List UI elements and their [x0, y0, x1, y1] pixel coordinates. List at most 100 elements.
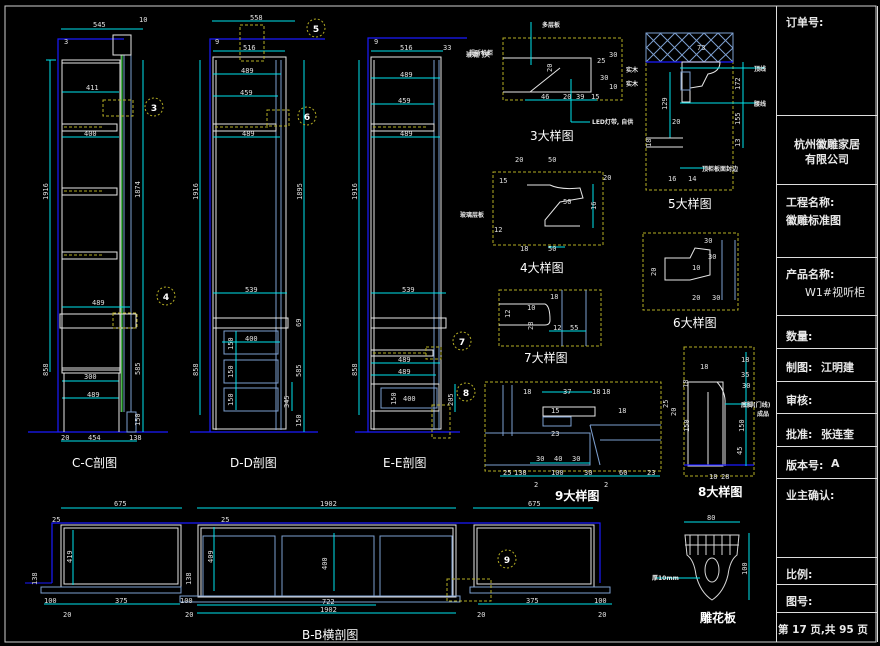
dim-cc-lower-inner: 585	[134, 362, 142, 375]
dim-d7-0: 18	[550, 293, 558, 301]
title-ee: E-E剖图	[383, 456, 427, 470]
annotation-notes: 多层板 玻璃门夹 实木 LED灯带, 自供 玻璃层板 实木 顶线 腰线 顶柜板面…	[460, 21, 771, 582]
dim-d3-4: 20	[546, 64, 554, 72]
dim-cc-shelf1: 411	[86, 84, 99, 92]
note-d3-wood: 实木	[626, 66, 639, 74]
dim-cc-top-width: 545	[93, 21, 106, 29]
title-d9: 9大样图	[555, 488, 599, 503]
dim-ee-side-dim: 205	[447, 393, 455, 406]
dim-cc-shelf2: 400	[84, 130, 97, 138]
dim-bb-left-b3: 375	[115, 597, 128, 605]
dim-cc-shelf3: 300	[84, 373, 97, 381]
dim-d6-2: 30	[708, 253, 716, 261]
dim-cc-lower-h: 858	[42, 363, 50, 376]
dim-bb-right-b1: 20	[477, 611, 485, 619]
callout-3: 3	[151, 104, 157, 114]
dim-d8-4: 25	[662, 400, 670, 408]
scale-cell: 比例:	[777, 558, 877, 585]
dim-dd-height-total: 1916	[192, 183, 200, 200]
dim-d9-2: 18	[592, 388, 600, 396]
dim-d7-1: 12	[504, 310, 512, 318]
dim-ee-shelf5: 489	[398, 368, 411, 376]
dim-d5-2: 18	[645, 139, 653, 147]
dim-bb-right-b4: 20	[598, 611, 606, 619]
dim-dd-lower-r3: 345	[283, 395, 291, 408]
dim-d9-17: 2	[604, 481, 608, 489]
dim-cc-height-upper: 1874	[134, 181, 142, 198]
note-d3-led: LED灯带, 自供	[592, 118, 633, 126]
callout-9: 9	[504, 556, 510, 566]
dim-d9-7: 30	[536, 455, 544, 463]
review-cell: 审核:	[777, 382, 877, 414]
detail-7-drawing	[498, 289, 602, 347]
title-d4: 4大样图	[520, 260, 564, 275]
drawn-value: 江明建	[821, 361, 854, 374]
dim-ee-lower-h: 858	[351, 363, 359, 376]
callout-4: 4	[163, 293, 169, 303]
dim-dd-base-h: 150	[295, 414, 303, 427]
dim-dd-top-width: 558	[250, 14, 263, 22]
dim-bb-right-b2: 375	[526, 597, 539, 605]
dim-ee-drawer-h: 150	[390, 392, 398, 405]
dim-cc-shelf4: 489	[87, 391, 100, 399]
note-d4-glass-shelf: 玻璃层板	[460, 211, 485, 219]
drawn-cell: 制图: 江明建	[777, 349, 877, 382]
callout-5: 5	[313, 25, 319, 35]
dim-ee-shelf3: 489	[400, 130, 413, 138]
dim-d5-4: 155	[734, 112, 742, 125]
company-line2: 有限公司	[805, 153, 849, 166]
dim-d3-6: 30	[600, 74, 608, 82]
note-carving-thickness: 厚10mm	[652, 574, 679, 582]
dim-bb-mid-b3: 722	[322, 598, 335, 606]
version-label: 版本号:	[786, 459, 824, 472]
dim-cc-bottom-width: 454	[88, 434, 101, 442]
owner-confirm-cell: 业主确认:	[777, 479, 877, 558]
title-bb: B-B横剖图	[302, 628, 358, 642]
dim-bb-left-b1: 100	[44, 597, 57, 605]
callout-6: 6	[304, 113, 310, 123]
dim-ee-top-right: 33	[443, 44, 451, 52]
dim-d8-3: 18	[700, 363, 708, 371]
dim-d9-10: 25	[503, 469, 511, 477]
dim-d4-3: 50	[563, 198, 571, 206]
dim-d8-8: 150	[738, 419, 746, 432]
dim-d3-0: 46	[541, 93, 549, 101]
version-value: A	[831, 457, 840, 470]
approve-value: 张连奎	[821, 428, 854, 441]
dim-d9-8: 40	[554, 455, 562, 463]
dim-bb-mid-h2: 400	[321, 557, 329, 570]
detail-5-drawing	[645, 32, 765, 191]
title-d7: 7大样图	[524, 350, 568, 365]
dim-d8-10: 18	[709, 473, 717, 481]
dim-ee-top-small: 9	[374, 38, 378, 46]
section-cc	[28, 28, 176, 442]
dim-dd-mid: 539	[245, 286, 258, 294]
dim-d5-1: 129	[661, 97, 669, 110]
drawing-frame	[4, 5, 877, 643]
dim-cc-height-total: 1916	[42, 183, 50, 200]
order-no-cell: 订单号:	[777, 6, 877, 116]
dim-dd-drawer-w: 400	[245, 335, 258, 343]
dim-cc-bottom-left: 20	[61, 434, 69, 442]
title-d6: 6大样图	[673, 315, 717, 330]
dim-d8-6: 18	[682, 380, 690, 388]
dim-d4-4: 16	[590, 202, 598, 210]
drawing-no-cell: 图号:	[777, 585, 877, 613]
title-d3: 3大样图	[530, 128, 574, 143]
company-cell: 杭州徽雕家居 有限公司	[777, 116, 877, 185]
dim-bb-mid-b1: 100	[180, 597, 193, 605]
project-value: 徽雕标准图	[786, 214, 841, 227]
detail-3-drawing	[502, 22, 623, 123]
note-d8-finished: 成品	[757, 410, 769, 418]
quantity-label: 数量:	[786, 330, 813, 343]
title-d5: 5大样图	[668, 196, 712, 211]
callout-7-bubble	[452, 331, 472, 351]
drawing-no-label: 图号:	[786, 595, 813, 608]
dim-dd-lower-r1: 69	[295, 319, 303, 327]
dim-dd-shelf3: 489	[242, 130, 255, 138]
dim-bb-right-b3: 100	[594, 597, 607, 605]
dim-d8-0: 18	[741, 356, 749, 364]
dim-ee-shelf4: 489	[398, 356, 411, 364]
page-cell: 第 17 页,共 95 页	[777, 613, 877, 642]
